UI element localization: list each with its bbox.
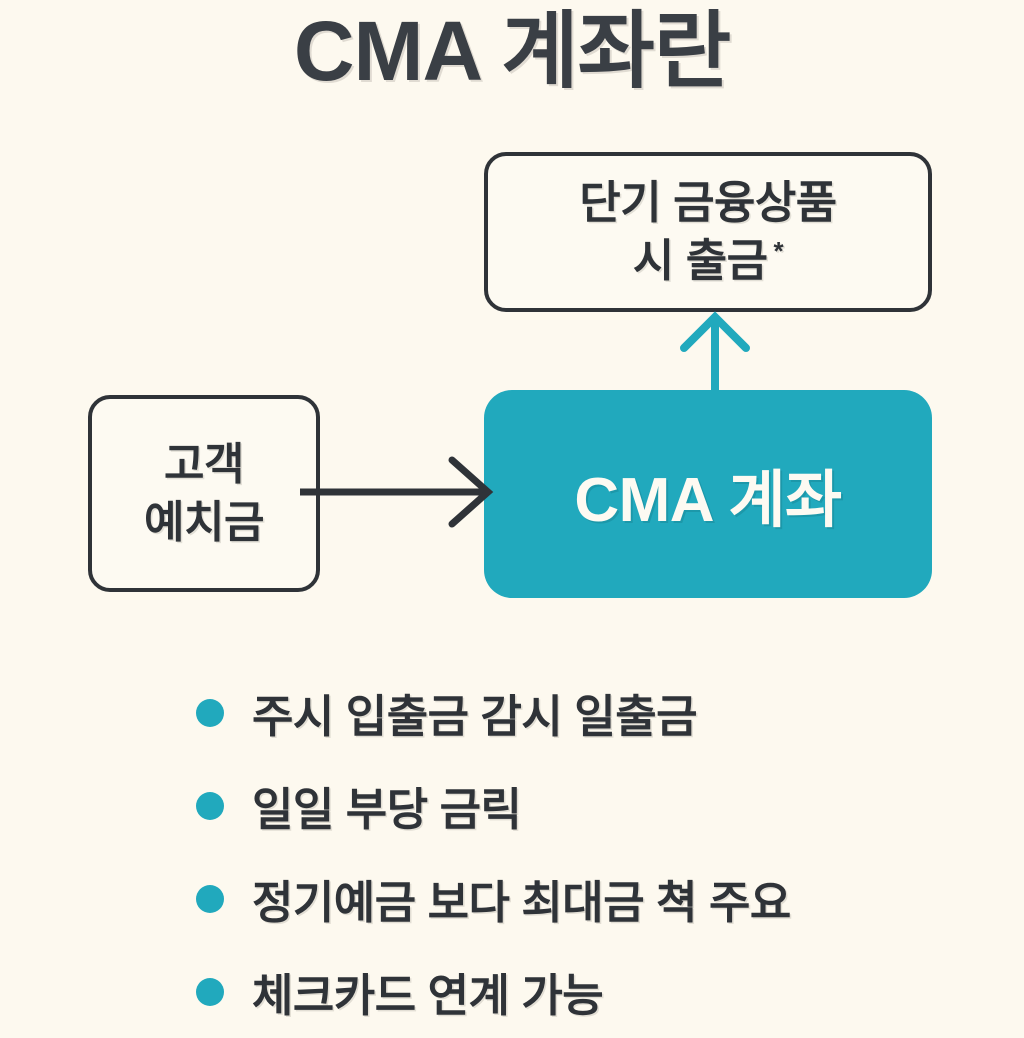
page-title: CMA 계좌란	[293, 4, 731, 98]
bullet-dot-icon	[196, 698, 224, 727]
footnote-asterisk-marker: *	[773, 236, 784, 266]
list-item-label: 주시 입출금 감시 일출금	[252, 691, 698, 742]
bullet-dot-icon	[196, 977, 224, 1006]
list-item-label: 체크카드 연계 가능	[252, 970, 604, 1021]
flow-diagram: 단기 금융상품 시 출금* 고객 예치금 CMA 계좌	[88, 152, 932, 598]
edge-deposit-to-cma-arrowhead	[448, 456, 494, 528]
node-short-term-product-line-2: 시 출금	[632, 235, 768, 286]
list-item: 체크카드 연계 가능	[196, 945, 996, 1038]
node-short-term-product: 단기 금융상품 시 출금*	[484, 152, 932, 312]
list-item-label: 정기예금 보다 최대금 쳑 주요	[252, 877, 791, 928]
list-item: 주시 입출금 감시 일출금	[196, 666, 996, 759]
node-customer-deposit-line-2: 예치금	[144, 497, 264, 547]
node-short-term-product-line-2-wrap: 시 출금*	[632, 232, 784, 290]
edge-cma-to-short-term-arrowhead	[680, 311, 750, 352]
list-item-label: 일일 부당 금릭	[252, 784, 522, 835]
edge-deposit-to-cma-arrow	[300, 456, 494, 528]
list-item: 일일 부당 금릭	[196, 759, 996, 852]
feature-bullet-list: 주시 입출금 감시 일출금 일일 부당 금릭 정기예금 보다 최대금 쳑 주요 …	[196, 666, 996, 1038]
edge-cma-to-short-term-arrow	[680, 311, 750, 398]
node-cma-account-label: CMA 계좌	[574, 466, 842, 535]
bullet-dot-icon	[196, 884, 224, 913]
node-customer-deposit-line-1: 고객	[164, 440, 244, 490]
list-item: 정기예금 보다 최대금 쳑 주요	[196, 852, 996, 945]
node-short-term-product-line-1: 단기 금융상품	[579, 177, 837, 229]
bullet-dot-icon	[196, 791, 224, 820]
node-cma-account: CMA 계좌	[484, 390, 932, 598]
node-customer-deposit: 고객 예치금	[88, 395, 320, 592]
